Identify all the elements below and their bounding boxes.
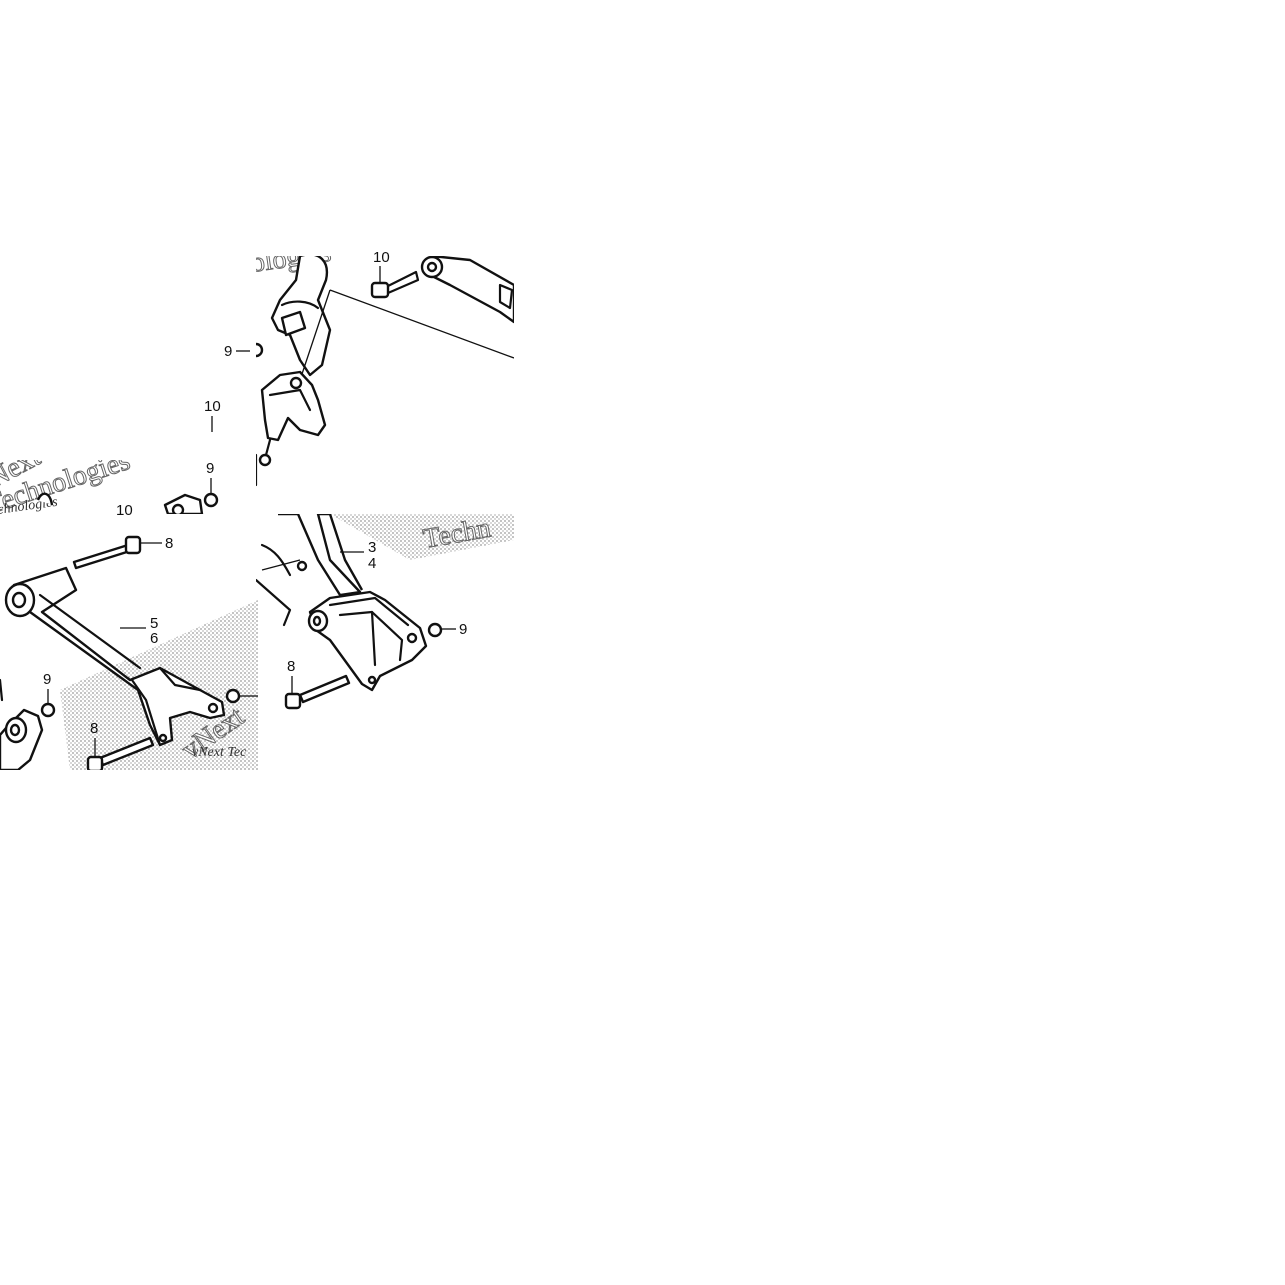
- lower-arm-tile: vNext vNext Tec: [0, 535, 258, 770]
- bolt-8-right: [284, 674, 351, 710]
- callout-4: 4: [368, 555, 376, 572]
- bracket-plate: [260, 370, 327, 442]
- callout-3: 3: [368, 539, 376, 556]
- callout-8-lower: 8: [90, 720, 98, 737]
- watermark-text: vNext Tec: [192, 745, 247, 760]
- watermark-strip: Next Technologies chnologies: [0, 460, 204, 514]
- lower-arm-body: [12, 566, 226, 747]
- callout-8-upper: 8: [165, 535, 173, 552]
- nut-9-right: [427, 622, 443, 638]
- callout-8-right: 8: [287, 658, 295, 675]
- callout-9-top: 9: [224, 343, 232, 360]
- callout-6: 6: [150, 630, 158, 647]
- callout-10-left: 10: [116, 502, 133, 519]
- bolt-shank: [264, 438, 272, 457]
- callout-9-left: 9: [43, 671, 51, 688]
- callout-9-mid: 9: [206, 460, 214, 477]
- nut-9-arm: [225, 688, 241, 704]
- callout-10-mid: 10: [204, 398, 221, 415]
- bolt-8-upper: [72, 535, 142, 570]
- upper-bracket-tile: ologies: [203, 256, 514, 487]
- nut-9-top: [256, 342, 264, 358]
- halftone-shadow: [330, 514, 514, 560]
- nut-9-mid: [203, 492, 219, 508]
- callout-9-right: 9: [459, 621, 467, 638]
- rear-arm-tile: Techn: [256, 514, 514, 710]
- bolt-10-mid: [203, 426, 248, 448]
- callout-5: 5: [150, 615, 158, 632]
- frame-rail: [278, 514, 364, 597]
- knuckle-boss: [280, 310, 307, 337]
- bolt-8-lower: [86, 736, 155, 770]
- bolt-10-top: [370, 270, 420, 299]
- nut-9-left: [40, 702, 56, 718]
- callout-10-top: 10: [373, 249, 390, 266]
